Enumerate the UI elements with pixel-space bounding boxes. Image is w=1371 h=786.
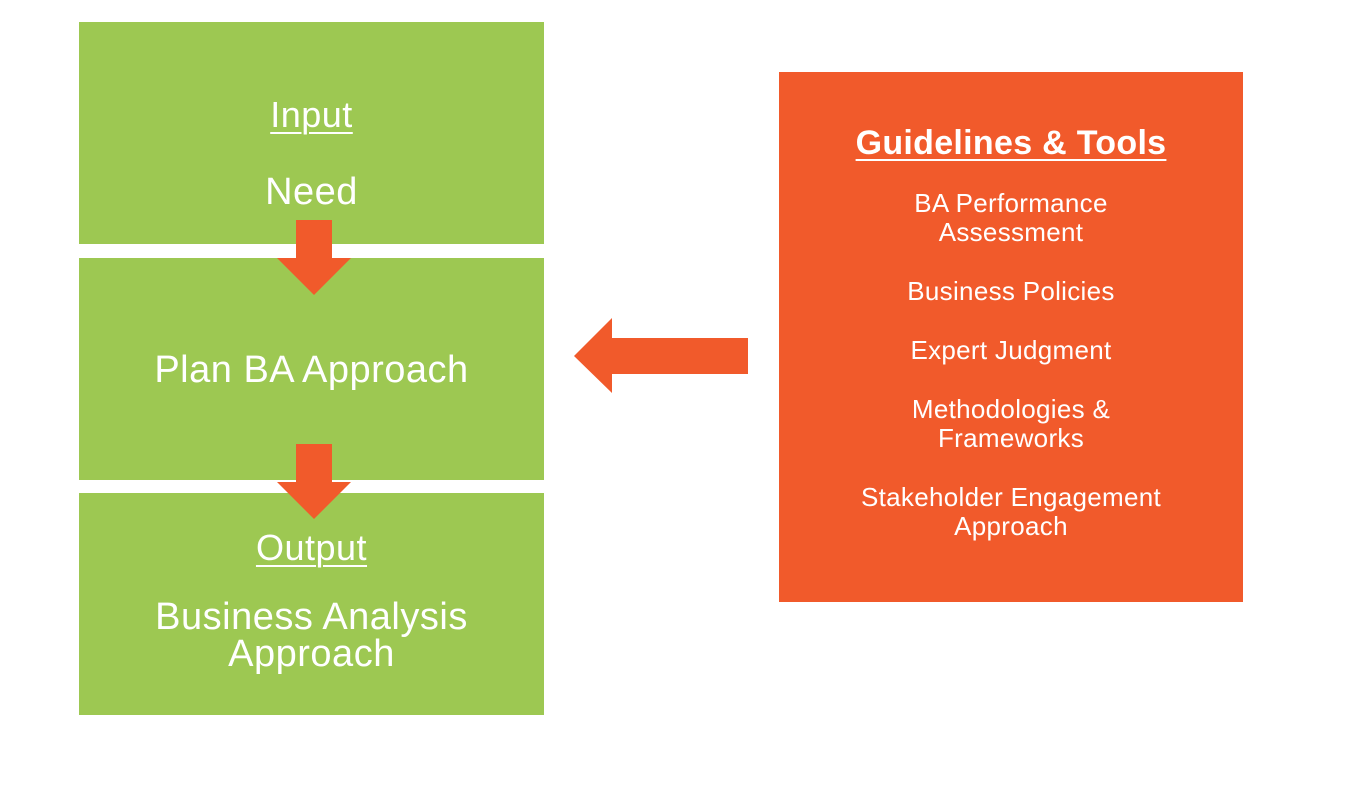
process-box: Plan BA Approach: [79, 258, 544, 480]
arrow-input-to-process: [277, 220, 351, 295]
guidelines-title: Guidelines & Tools: [855, 124, 1167, 162]
tool-item-methodologies-frameworks: Methodologies & Frameworks: [911, 394, 1111, 453]
tool-item-business-policies: Business Policies: [907, 276, 1115, 306]
process-label: Plan BA Approach: [154, 348, 469, 391]
output-value: Business Analysis Approach: [155, 596, 468, 675]
input-heading: Input: [270, 94, 353, 135]
tool-item-ba-performance-assessment: BA Performance Assessment: [914, 188, 1108, 247]
arrow-process-to-output: [277, 444, 351, 519]
input-box: Input Need: [79, 22, 544, 244]
output-box: Output Business Analysis Approach: [79, 493, 544, 715]
guidelines-tools-box: Guidelines & Tools BA Performance Assess…: [779, 72, 1243, 602]
arrow-guidelines-to-process: [574, 318, 748, 393]
input-value: Need: [265, 171, 358, 213]
tool-item-expert-judgment: Expert Judgment: [910, 335, 1112, 365]
tools-list: BA Performance Assessment Business Polic…: [821, 189, 1201, 571]
tool-item-stakeholder-engagement-approach: Stakeholder Engagement Approach: [860, 482, 1162, 541]
output-heading: Output: [255, 527, 368, 568]
